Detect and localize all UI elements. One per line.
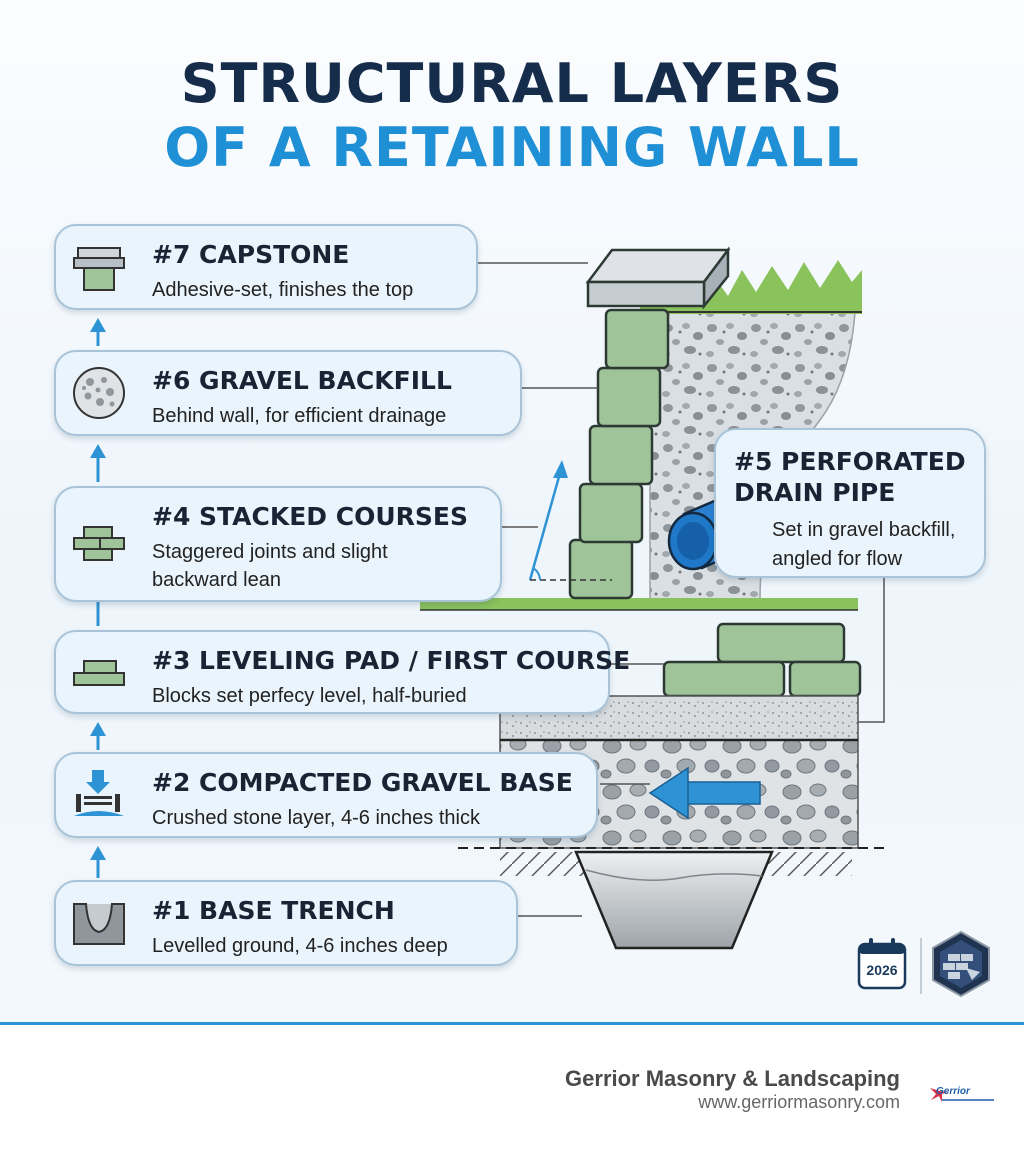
layer-card-gravel-backfill: #6 GRAVEL BACKFILL Behind wall, for effi… — [54, 350, 522, 436]
layer-description: Behind wall, for efficient drainage — [152, 405, 447, 427]
capstone-icon — [73, 247, 125, 291]
company-url[interactable]: www.gerriormasonry.com — [698, 1092, 900, 1112]
calendar-icon — [857, 938, 907, 990]
year-label: 2026 — [866, 962, 898, 978]
layer-card-stacked-courses: #4 STACKED COURSES Staggered joints and … — [54, 486, 502, 602]
layer-description: Blocks set perfecy level, half-buried — [152, 685, 467, 707]
stacked-blocks-icon — [73, 526, 125, 561]
flow-arrows — [90, 318, 106, 878]
badge-divider — [920, 938, 922, 994]
lean-angle-indicator — [528, 460, 612, 581]
block-2 — [578, 482, 644, 544]
block-3 — [588, 424, 654, 486]
gravel-icon — [73, 367, 125, 419]
trench-icon — [73, 903, 125, 945]
footer-divider — [0, 1022, 1024, 1025]
layer-title: #5 PERFORATED DRAIN PIPE — [734, 447, 966, 507]
block-4 — [596, 366, 662, 428]
block-5 — [604, 308, 670, 370]
layer-card-drain-pipe: #5 PERFORATED DRAIN PIPE Set in gravel b… — [714, 428, 986, 578]
compaction-icon — [74, 770, 124, 816]
layer-card-compacted-gravel: #2 COMPACTED GRAVEL BASE Crushed stone l… — [54, 752, 598, 838]
layer-description: Levelled ground, 4-6 inches deep — [152, 935, 448, 957]
connector-lines — [478, 262, 885, 917]
leveling-pad-icon — [73, 660, 125, 686]
layer-description: Staggered joints and slight backward lea… — [152, 541, 388, 591]
layer-title: #7 CAPSTONE — [152, 240, 350, 269]
layer-description: Adhesive-set, finishes the top — [152, 279, 414, 301]
layer-title: #3 LEVELING PAD / FIRST COURSE — [152, 646, 631, 675]
company-hex-logo — [932, 930, 990, 998]
layer-card-capstone: #7 CAPSTONE Adhesive-set, finishes the t… — [54, 224, 478, 310]
first-course-blocks — [662, 622, 862, 698]
layer-title: #2 COMPACTED GRAVEL BASE — [152, 768, 573, 797]
compaction-arrow — [648, 766, 761, 820]
stacked-blocks — [568, 308, 670, 600]
layer-title: #6 GRAVEL BACKFILL — [152, 366, 452, 395]
layer-description: Crushed stone layer, 4-6 inches thick — [152, 807, 480, 829]
company-logo-small — [930, 1088, 994, 1102]
company-logo-text: Gerrior — [936, 1086, 970, 1097]
layer-description: Set in gravel backfill, angled for flow — [772, 519, 956, 570]
block-1 — [568, 538, 634, 600]
company-name: Gerrior Masonry & Landscaping — [565, 1066, 900, 1091]
grass-top — [700, 260, 862, 312]
layer-title: #4 STACKED COURSES — [152, 502, 469, 531]
capstone — [585, 246, 731, 310]
title-line-1: STRUCTURAL LAYERS — [180, 52, 844, 115]
title-line-2: OF A RETAINING WALL — [164, 116, 860, 179]
layer-card-leveling-pad: #3 LEVELING PAD / FIRST COURSE Blocks se… — [54, 630, 630, 714]
layer-card-base-trench: #1 BASE TRENCH Levelled ground, 4-6 inch… — [54, 880, 518, 966]
base-trench — [500, 850, 852, 950]
retaining-wall-diagram — [90, 246, 886, 950]
layer-title: #1 BASE TRENCH — [152, 896, 395, 925]
ground-grass — [420, 598, 858, 610]
